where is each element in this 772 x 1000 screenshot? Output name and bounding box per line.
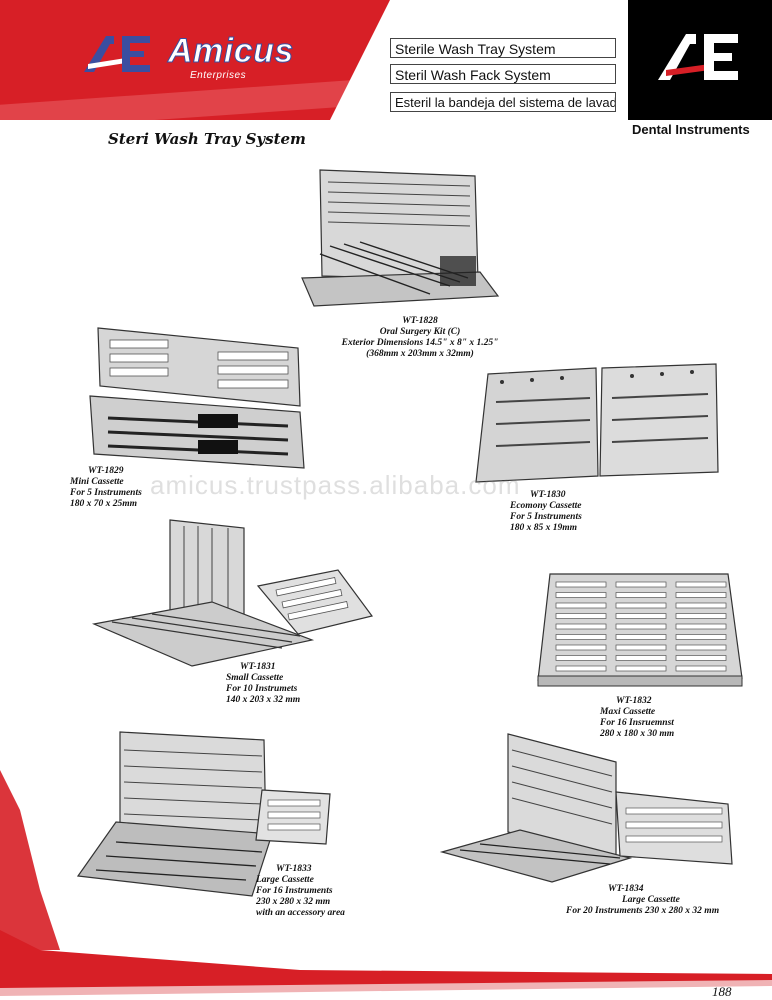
footer-red-band [0, 930, 772, 996]
product-code: WT-1830 [530, 490, 566, 500]
category-label: Dental Instruments [632, 122, 750, 137]
caption-wt-1829: WT-1829 Mini Cassette For 5 Instruments … [70, 466, 142, 510]
product-line: Mini Cassette [70, 477, 124, 487]
product-line: For 5 Instruments [70, 488, 142, 498]
brand-name: Amicus [168, 32, 294, 71]
product-line: (368mm x 203mm x 32mm) [366, 349, 474, 359]
product-line: 140 x 203 x 32 mm [226, 695, 301, 705]
caption-wt-1830: WT-1830 Ecomony Cassette For 5 Instrumen… [510, 490, 582, 534]
product-code: WT-1828 [402, 316, 438, 326]
product-image-wt-1832 [537, 573, 743, 687]
product-line: Oral Surgery Kit (C) [379, 327, 461, 337]
product-line: For 16 Insruemnst [600, 718, 674, 728]
product-line: Exterior Dimensions 14.5" x 8" x 1.25" [341, 338, 499, 348]
product-line: Large Cassette [256, 875, 314, 885]
header-logo-panel [628, 0, 772, 120]
page-number: 188 [712, 984, 732, 999]
product-line: 280 x 180 x 30 mm [600, 729, 675, 739]
left-red-swoosh [0, 770, 60, 950]
product-code: WT-1829 [88, 466, 124, 476]
product-line: For 20 Instruments 230 x 280 x 32 mm [566, 906, 720, 916]
caption-wt-1834: WT-1834 Large Cassette For 20 Instrument… [566, 884, 719, 917]
product-image-wt-1833 [76, 731, 331, 897]
product-line: 230 x 280 x 32 mm [256, 897, 331, 907]
brand-subtitle: Enterprises [190, 70, 247, 81]
product-line: For 16 Instruments [256, 886, 333, 896]
product-line: For 5 Instruments [510, 512, 582, 522]
ae-brand-icon [84, 36, 150, 72]
product-line: with an accessory area [256, 908, 345, 918]
caption-wt-1828: WT-1828 Oral Surgery Kit (C) Exterior Di… [300, 316, 540, 360]
product-line: Large Cassette [622, 895, 680, 905]
caption-wt-1831: WT-1831 Small Cassette For 10 Instrumets… [226, 662, 300, 706]
product-line: Ecomony Cassette [510, 501, 582, 511]
product-code: WT-1832 [616, 696, 652, 706]
product-line: Small Cassette [226, 673, 284, 683]
title-spanish: Esteril la bandeja del sistema de lavado [390, 92, 616, 112]
product-line: 180 x 85 x 19mm [510, 523, 578, 533]
product-image-wt-1829 [89, 327, 305, 469]
product-image-wt-1828 [301, 169, 500, 307]
ae-logo-icon [658, 34, 738, 80]
caption-wt-1833: WT-1833 Large Cassette For 16 Instrument… [256, 864, 345, 919]
product-image-wt-1831 [91, 519, 374, 667]
title-german: Steril Wash Fack System [390, 64, 616, 84]
caption-wt-1832: WT-1832 Maxi Cassette For 16 Insruemnst … [600, 696, 674, 740]
watermark: amicus.trustpass.alibaba.com [150, 470, 521, 500]
product-line: 180 x 70 x 25mm [70, 499, 138, 509]
product-image-wt-1834 [439, 733, 733, 883]
product-code: WT-1834 [608, 884, 644, 894]
product-code: WT-1831 [240, 662, 276, 672]
product-code: WT-1833 [276, 864, 312, 874]
section-title: Steri Wash Tray System [108, 130, 306, 148]
brand-logo: Amicus Enterprises [80, 30, 294, 81]
product-image-wt-1830 [475, 363, 719, 483]
product-line: Maxi Cassette [600, 707, 656, 717]
title-english: Sterile Wash Tray System [390, 38, 616, 58]
product-line: For 10 Instrumets [226, 684, 298, 694]
